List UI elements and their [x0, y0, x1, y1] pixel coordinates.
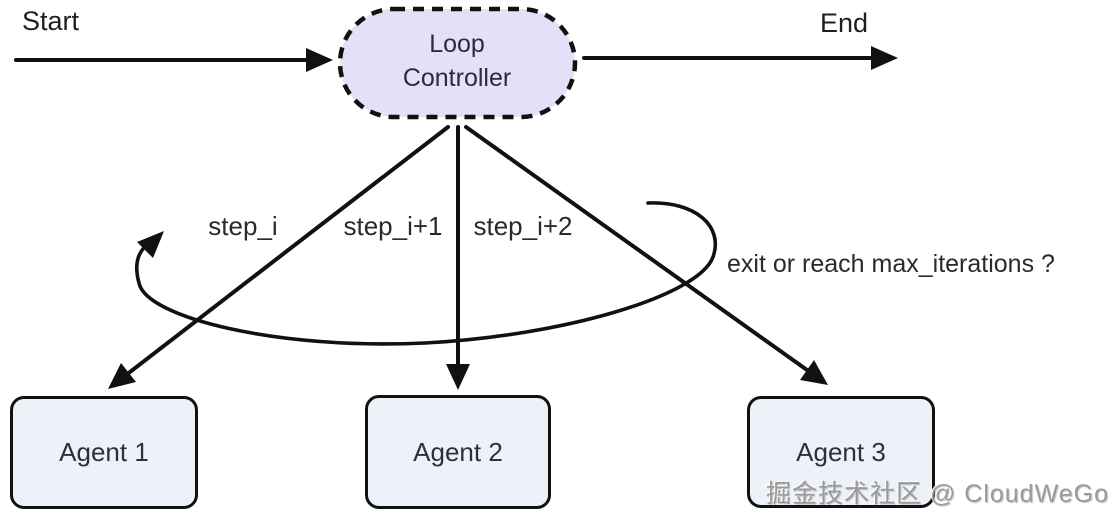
edge-label-step-i1: step_i+1 [343, 211, 443, 241]
start-arrowhead-icon [306, 48, 333, 72]
edge-label-step-i2: step_i+2 [473, 211, 573, 241]
edge-to-agent1-line [124, 125, 450, 377]
end-arrowhead-icon [871, 46, 898, 70]
agent1-node: Agent 1 [10, 396, 198, 509]
watermark: 掘金技术社区 @ CloudWeGo [766, 480, 1109, 508]
edge-label-step-i: step_i [208, 211, 278, 241]
end-label: End [820, 8, 869, 38]
agent3-label: Agent 3 [796, 436, 886, 467]
agent2-arrowhead-icon [446, 364, 470, 390]
start-label: Start [22, 6, 80, 36]
loop-controller-node-shape [337, 6, 578, 120]
agent3-node: Agent 3 [747, 396, 935, 508]
agent2-node: Agent 2 [365, 395, 551, 509]
agent2-label: Agent 2 [413, 436, 503, 467]
agent1-arrowhead-icon [108, 363, 136, 389]
agent3-arrowhead-icon [800, 360, 828, 385]
edge-to-agent3-line [464, 125, 809, 372]
agent1-label: Agent 1 [59, 437, 149, 467]
loop-condition-annotation: exit or reach max_iterations ? [727, 250, 1055, 278]
loop-arrowhead-icon [137, 231, 164, 258]
iteration-loop-curve [134, 201, 717, 346]
